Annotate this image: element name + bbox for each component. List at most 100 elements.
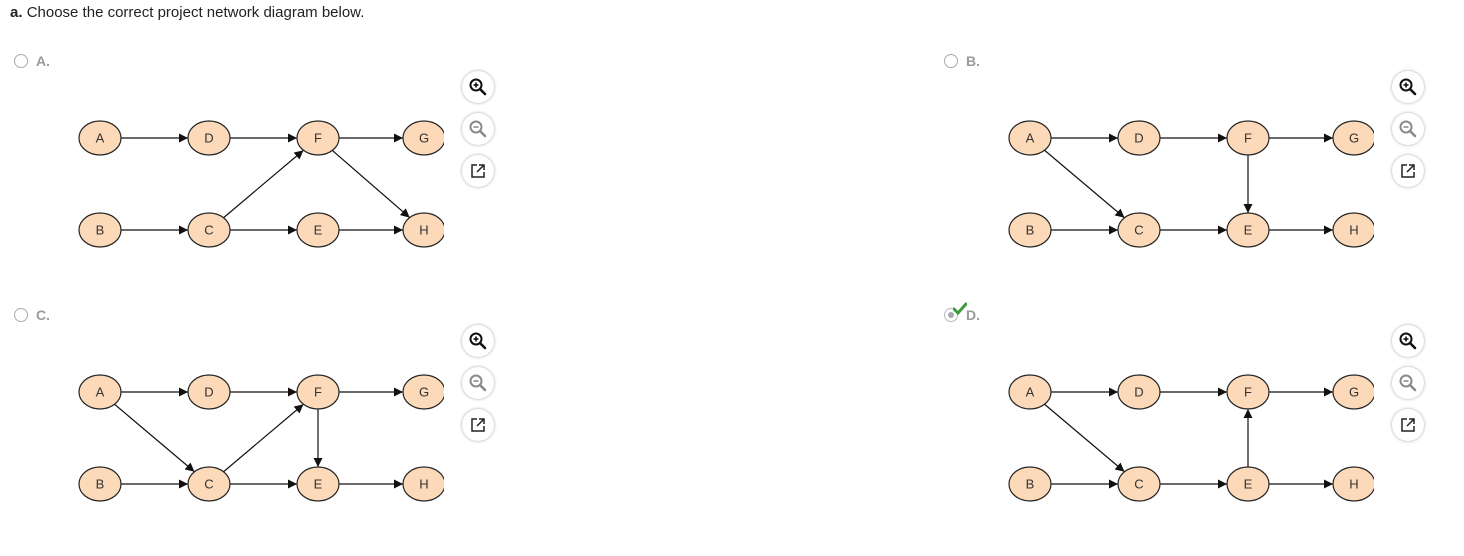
node-c: C	[1117, 466, 1161, 502]
question-prompt: a. Choose the correct project network di…	[10, 4, 364, 21]
option-radio-b[interactable]	[944, 54, 958, 68]
network-diagram-a: A D F G B C E H	[78, 120, 444, 248]
popout-icon	[1401, 418, 1415, 432]
zoom-out-button[interactable]	[1392, 367, 1424, 399]
svg-text:E: E	[314, 223, 323, 238]
option-radio-c[interactable]	[14, 308, 28, 322]
node-b: B	[78, 212, 122, 248]
option-header: B.	[944, 52, 980, 70]
node-d: D	[187, 120, 231, 156]
svg-text:G: G	[1349, 131, 1359, 146]
node-d: D	[1117, 120, 1161, 156]
diagram-tools	[462, 325, 494, 441]
svg-text:H: H	[1349, 223, 1358, 238]
popout-button[interactable]	[462, 155, 494, 187]
option-header: C.	[14, 306, 50, 324]
option-letter: B.	[966, 53, 980, 69]
svg-text:B: B	[96, 223, 105, 238]
svg-text:C: C	[204, 223, 213, 238]
zoom-out-icon	[469, 120, 487, 138]
svg-text:H: H	[419, 477, 428, 492]
svg-text:D: D	[1134, 131, 1143, 146]
node-a: A	[1008, 120, 1052, 156]
answer-option-d: D. A D F G B C E H	[944, 302, 1424, 556]
correct-check-icon	[953, 302, 967, 316]
svg-text:D: D	[1134, 385, 1143, 400]
svg-text:A: A	[1026, 385, 1035, 400]
svg-text:F: F	[1244, 385, 1252, 400]
zoom-out-button[interactable]	[462, 113, 494, 145]
diagram-tools	[1392, 325, 1424, 441]
popout-icon	[1401, 164, 1415, 178]
node-a: A	[78, 374, 122, 410]
zoom-out-icon	[469, 374, 487, 392]
svg-text:H: H	[1349, 477, 1358, 492]
svg-text:A: A	[96, 131, 105, 146]
node-b: B	[78, 466, 122, 502]
svg-text:A: A	[1026, 131, 1035, 146]
answer-option-b: B. A D F G B C E H	[944, 52, 1424, 302]
svg-text:B: B	[1026, 223, 1035, 238]
node-f: F	[296, 120, 340, 156]
zoom-in-button[interactable]	[1392, 325, 1424, 357]
node-h: H	[402, 212, 444, 248]
zoom-out-button[interactable]	[462, 367, 494, 399]
node-a: A	[1008, 374, 1052, 410]
zoom-in-icon	[1399, 332, 1417, 350]
edge-a-c	[114, 403, 195, 473]
node-h: H	[1332, 212, 1374, 248]
svg-text:D: D	[204, 131, 213, 146]
answer-option-a: A. A D F G B C E H	[14, 52, 494, 302]
popout-icon	[471, 164, 485, 178]
node-f: F	[1226, 120, 1270, 156]
node-b: B	[1008, 466, 1052, 502]
svg-text:G: G	[419, 131, 429, 146]
svg-text:E: E	[314, 477, 323, 492]
option-letter: D.	[966, 307, 980, 323]
option-header: A.	[14, 52, 50, 70]
popout-button[interactable]	[1392, 409, 1424, 441]
option-radio-d[interactable]	[944, 302, 967, 322]
popout-icon	[471, 418, 485, 432]
svg-text:E: E	[1244, 477, 1253, 492]
zoom-in-button[interactable]	[462, 71, 494, 103]
svg-text:B: B	[96, 477, 105, 492]
node-h: H	[402, 466, 444, 502]
svg-text:C: C	[1134, 223, 1143, 238]
network-diagram-b: A D F G B C E H	[1008, 120, 1374, 248]
popout-button[interactable]	[1392, 155, 1424, 187]
svg-text:A: A	[96, 385, 105, 400]
option-radio-a[interactable]	[14, 54, 28, 68]
question-text: Choose the correct project network diagr…	[26, 4, 365, 21]
node-a: A	[78, 120, 122, 156]
svg-text:B: B	[1026, 477, 1035, 492]
node-d: D	[187, 374, 231, 410]
svg-text:C: C	[1134, 477, 1143, 492]
svg-text:G: G	[1349, 385, 1359, 400]
option-header: D.	[944, 302, 980, 324]
popout-button[interactable]	[462, 409, 494, 441]
node-e: E	[1226, 212, 1270, 248]
answer-option-c: C. A D F G B C E H	[14, 306, 494, 556]
svg-text:C: C	[204, 477, 213, 492]
zoom-in-button[interactable]	[462, 325, 494, 357]
node-e: E	[296, 466, 340, 502]
node-d: D	[1117, 374, 1161, 410]
network-diagram-c: A D F G B C E H	[78, 374, 444, 502]
option-letter: A.	[36, 53, 50, 69]
edge-a-c	[1044, 149, 1125, 219]
zoom-out-icon	[1399, 120, 1417, 138]
node-g: G	[1332, 374, 1374, 410]
zoom-in-icon	[1399, 78, 1417, 96]
edge-a-c	[1044, 403, 1125, 473]
zoom-in-button[interactable]	[1392, 71, 1424, 103]
node-f: F	[296, 374, 340, 410]
zoom-out-icon	[1399, 374, 1417, 392]
zoom-out-button[interactable]	[1392, 113, 1424, 145]
node-g: G	[1332, 120, 1374, 156]
svg-text:D: D	[204, 385, 213, 400]
node-g: G	[402, 374, 444, 410]
diagram-tools	[1392, 71, 1424, 187]
svg-text:F: F	[314, 385, 322, 400]
edge-f-h	[331, 149, 411, 219]
